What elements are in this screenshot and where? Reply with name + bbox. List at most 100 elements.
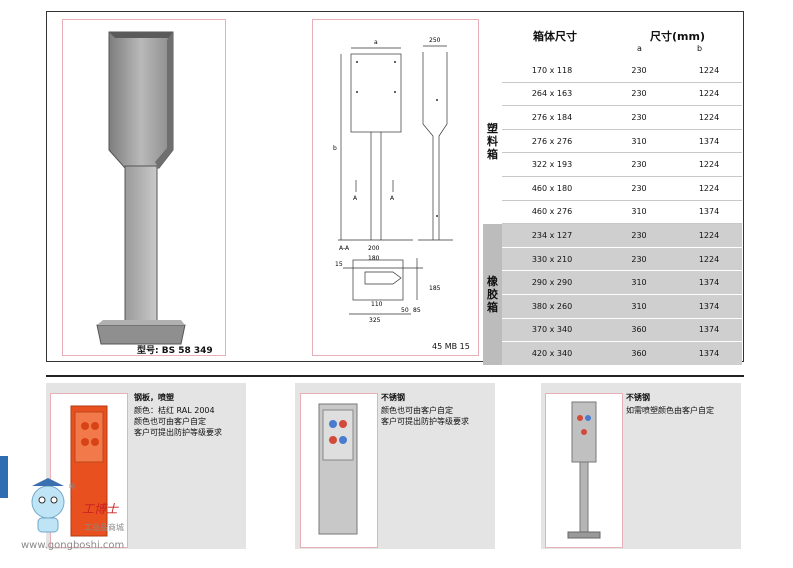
cell-size: 234 x 127 xyxy=(502,223,602,248)
cell-b: 1374 xyxy=(676,341,742,366)
label-a: a xyxy=(374,39,378,46)
cell-b: 1374 xyxy=(676,318,742,343)
cell-size: 276 x 276 xyxy=(502,129,602,154)
pedestal-photo-illustration xyxy=(96,31,186,345)
label-50: 50 xyxy=(401,307,409,314)
variant-title-1: 钢板，喷塑 xyxy=(134,393,174,402)
cell-size: 276 x 184 xyxy=(502,105,602,130)
robot-mascot-icon xyxy=(31,478,65,533)
cell-size: 460 x 180 xyxy=(502,176,602,201)
cell-size: 290 x 290 xyxy=(502,270,602,295)
brand-subtitle: 工业品商城 xyxy=(84,523,124,532)
variant-thumb-3 xyxy=(545,393,623,548)
steel-post-illustration xyxy=(567,401,601,539)
cell-b: 1374 xyxy=(676,270,742,295)
steel-cabinet-illustration xyxy=(318,403,358,535)
cell-a: 230 xyxy=(602,82,676,107)
cell-size: 330 x 210 xyxy=(502,247,602,272)
orange-cabinet-illustration xyxy=(70,405,108,537)
section-divider xyxy=(46,375,744,377)
cell-a: 310 xyxy=(602,200,676,225)
cell-a: 230 xyxy=(602,59,676,83)
cell-b: 1224 xyxy=(676,59,742,83)
label-85: 85 xyxy=(413,307,421,314)
accent-bar xyxy=(0,456,8,498)
cell-a: 230 xyxy=(602,176,676,201)
cell-b: 1374 xyxy=(676,200,742,225)
variant-text-1: 颜色：桔红 RAL 2004 颜色也可由客户自定 客户可提出防护等级要求 xyxy=(134,406,222,437)
cell-size: 460 x 276 xyxy=(502,200,602,225)
group-label-plastic: 塑 料 箱 xyxy=(487,121,498,161)
label-b: b xyxy=(333,145,337,152)
group-label-rubber: 橡 胶 箱 xyxy=(483,223,502,366)
label-110: 110 xyxy=(371,301,383,308)
cell-size: 170 x 118 xyxy=(502,59,602,83)
mascot-logo xyxy=(18,476,80,540)
model-caption: 型号: BS 58 349 xyxy=(137,346,213,356)
product-photo xyxy=(62,19,226,356)
registered-mark: ® xyxy=(68,482,76,491)
cell-b: 1374 xyxy=(676,129,742,154)
label-A1: A xyxy=(353,195,358,202)
cell-b: 1224 xyxy=(676,223,742,248)
cell-b: 1374 xyxy=(676,294,742,319)
cell-size: 370 x 340 xyxy=(502,318,602,343)
cell-a: 310 xyxy=(602,294,676,319)
cell-size: 322 x 193 xyxy=(502,152,602,177)
variant-title-3: 不锈钢 xyxy=(626,393,650,402)
header-dimensions: 尺寸(mm) xyxy=(650,30,705,43)
cell-a: 360 xyxy=(602,341,676,366)
brand-name: 工博士 xyxy=(82,502,119,516)
cell-b: 1224 xyxy=(676,105,742,130)
label-A2: A xyxy=(390,195,395,202)
variant-text-2: 颜色也可由客户自定 客户可提出防护等级要求 xyxy=(381,406,469,426)
brand-url: www.gongboshi.com xyxy=(21,540,125,551)
variant-thumb-2 xyxy=(300,393,378,548)
cell-a: 310 xyxy=(602,129,676,154)
cell-b: 1224 xyxy=(676,152,742,177)
label-200: 200 xyxy=(368,245,380,252)
cell-a: 230 xyxy=(602,105,676,130)
label-185: 185 xyxy=(429,285,441,292)
header-box-size: 箱体尺寸 xyxy=(533,30,577,43)
technical-drawing: a 250 b A A A-A 200 180 15 185 110 50 85… xyxy=(312,19,479,356)
cell-size: 380 x 260 xyxy=(502,294,602,319)
label-15: 15 xyxy=(335,261,343,268)
cell-b: 1224 xyxy=(676,82,742,107)
cell-b: 1224 xyxy=(676,176,742,201)
variant-title-2: 不锈钢 xyxy=(381,393,405,402)
cell-a: 230 xyxy=(602,152,676,177)
header-col-a: a xyxy=(637,44,642,53)
label-180: 180 xyxy=(368,255,380,262)
label-AA: A-A xyxy=(339,245,350,252)
cell-a: 310 xyxy=(602,270,676,295)
cell-size: 420 x 340 xyxy=(502,341,602,366)
variant-text-3: 如需喷塑颜色由客户自定 xyxy=(626,406,714,415)
cell-size: 264 x 163 xyxy=(502,82,602,107)
cell-a: 230 xyxy=(602,223,676,248)
label-325: 325 xyxy=(369,317,381,324)
cell-b: 1224 xyxy=(676,247,742,272)
variant-thumb-1 xyxy=(50,393,128,548)
drawing-caption: 45 MB 15 xyxy=(432,342,470,351)
cell-a: 360 xyxy=(602,318,676,343)
dimension-drawing: a 250 b A A A-A 200 180 15 185 110 50 85… xyxy=(333,37,453,324)
label-250: 250 xyxy=(429,37,441,44)
product-frame xyxy=(46,11,744,362)
cell-a: 230 xyxy=(602,247,676,272)
header-col-b: b xyxy=(697,44,703,53)
